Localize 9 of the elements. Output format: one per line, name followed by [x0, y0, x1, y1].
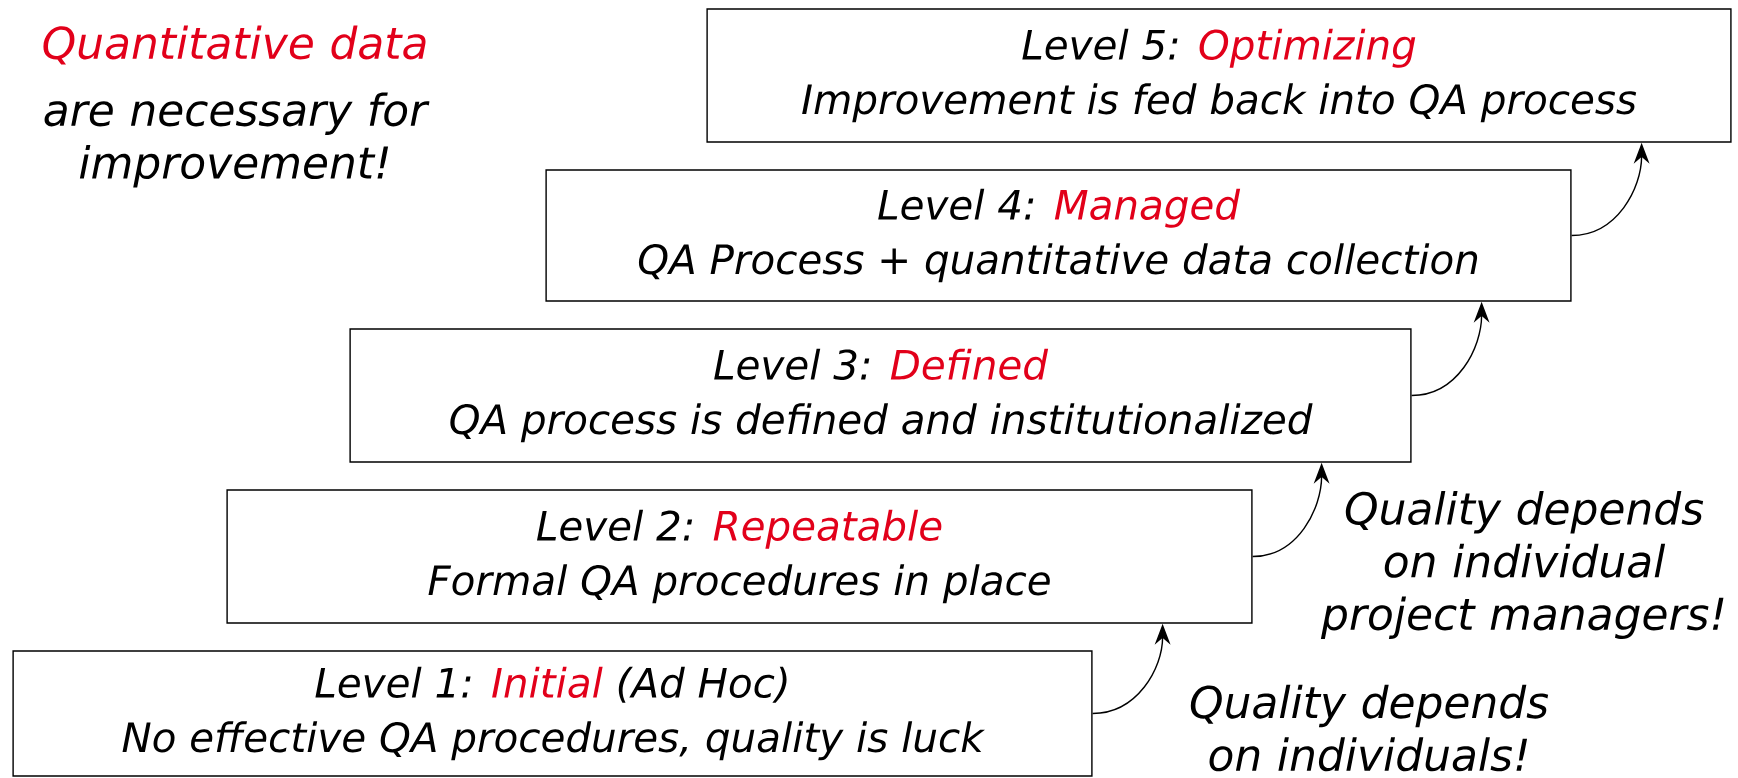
- level-box: Level 4: Managed QA Process + quantitative data collection: [545, 169, 1572, 302]
- level-box: Level 5: Optimizing Improvement is fed back into QA process: [706, 8, 1732, 143]
- note-text: are necessary for improvement!: [44, 92, 430, 188]
- level-box: Level 2: Repeatable Formal QA procedures in place: [226, 489, 1253, 624]
- note-text: Quality depends on individuals!: [1190, 684, 1549, 772]
- note-text: Quantitative data: [43, 25, 426, 65]
- level-box: Level 3: Defined QA process is defined and institutionalized: [349, 328, 1412, 463]
- level-box: Level 1: Initial (Ad Hoc) No effective QA procedures, quality is luck: [12, 650, 1093, 777]
- note-text: Quality depends on individual project managers!: [1320, 491, 1724, 639]
